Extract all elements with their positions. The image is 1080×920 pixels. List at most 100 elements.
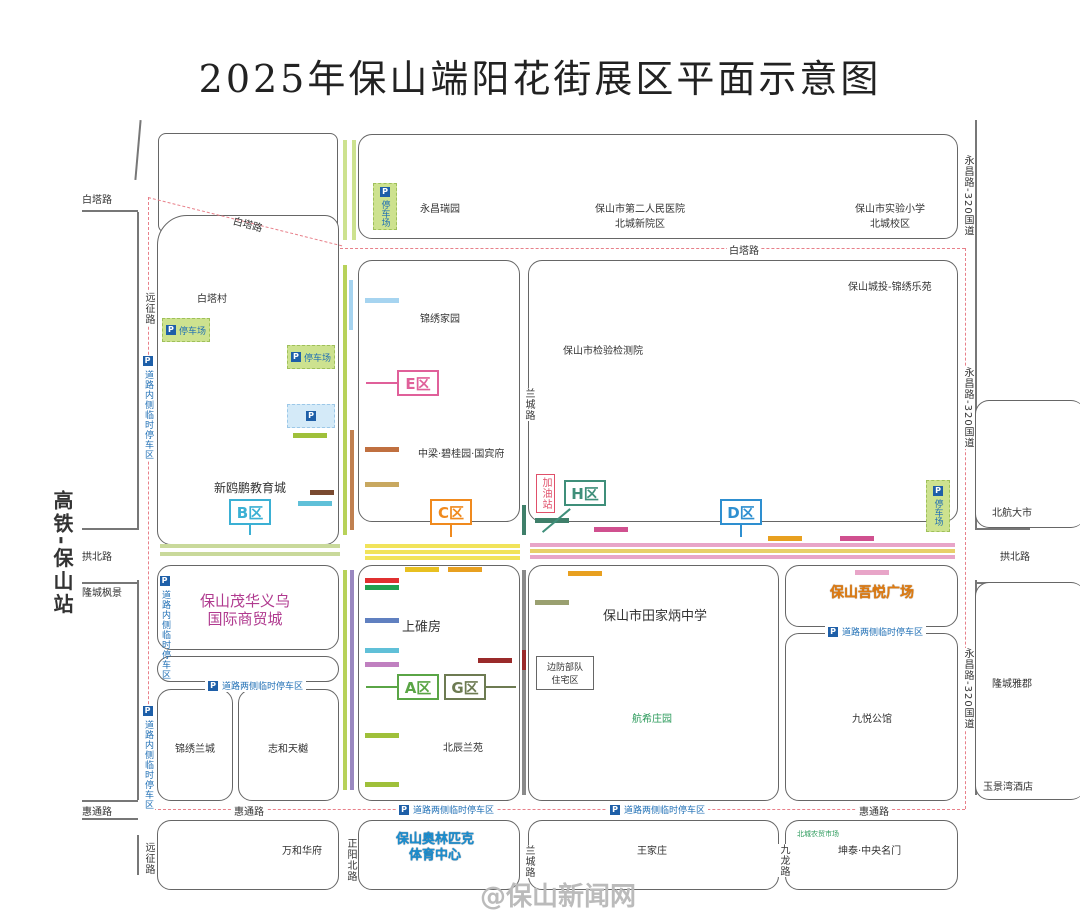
block-wanhe (157, 820, 339, 890)
stall-tag (365, 578, 399, 583)
place-kuntai: 坤泰·中央名门 (838, 846, 902, 857)
parking-lot-label: 停车场 (379, 199, 390, 227)
map-title: 2025年保山端阳花街展区平面示意图 (198, 57, 882, 101)
route-dash (965, 248, 966, 809)
block-kuntai (785, 820, 958, 890)
place-wangjiazhuang: 王家庄 (637, 846, 667, 857)
road-edge (137, 580, 139, 800)
stall-tag (298, 501, 332, 506)
roadside-parking-huitong-w: P 道路两侧临时停车区 (396, 803, 498, 816)
place-jiuyue: 九悦公馆 (852, 714, 892, 725)
parking-lot-label: 停车场 (178, 326, 206, 337)
block-east-n (975, 400, 1080, 528)
road-edge (82, 210, 138, 212)
stall-tag (293, 433, 327, 438)
block-olympic (358, 820, 520, 890)
road-edge (82, 528, 138, 530)
road-edge (134, 120, 142, 180)
parking-lot-xinoupeng: P (287, 404, 335, 428)
block-strip (157, 656, 339, 682)
parking-lot-baita: P 停车场 (162, 318, 210, 342)
zone-e[interactable]: E区 (397, 370, 439, 396)
place-border-defense: 边防部队 住宅区 (536, 656, 595, 690)
place-tianjiabing: 保山市田家炳中学 (603, 609, 708, 624)
parking-lot-ruiyuan: P 停车场 (373, 183, 397, 230)
stall-row (365, 556, 520, 560)
place-beichen: 北辰兰苑 (443, 743, 483, 754)
zone-c[interactable]: C区 (430, 499, 472, 525)
zone-g[interactable]: G区 (444, 674, 486, 700)
road-label-zhengyang: 正阳北路 (343, 838, 358, 882)
route-dash (340, 248, 965, 249)
road-edge (975, 528, 1030, 530)
zone-b[interactable]: B区 (229, 499, 271, 525)
stall-column (352, 140, 356, 240)
stall-tag (365, 662, 399, 667)
stall-tag (365, 648, 399, 653)
road-label-baita-w: 白塔路 (82, 195, 112, 206)
roadside-parking-strip: P 道路两侧临时停车区 (205, 679, 307, 692)
parking-icon: P (828, 626, 838, 637)
road-label-lancheng-s: 兰城路 (521, 845, 536, 878)
road-label-gongbei-e: 拱北路 (1000, 552, 1030, 563)
stall-tag (594, 527, 628, 532)
place-zhongliang: 中梁·碧桂园·国宾府 (418, 449, 505, 460)
zone-d[interactable]: D区 (720, 499, 762, 525)
stall-tag (365, 585, 399, 590)
road-label-yongchang-n: 永昌路-320国道 (960, 155, 975, 237)
zone-c-arrow (450, 525, 452, 537)
place-green-note: 北城农贸市场 (797, 830, 839, 838)
road-label-huitong-mid: 惠通路 (232, 803, 266, 818)
parking-icon: P (165, 325, 176, 335)
road-label-huitong-w: 惠通路 (82, 807, 112, 818)
place-jinxiu-jiayuan: 锦绣家园 (420, 314, 460, 325)
road-label-yuanzheng-s: 远征路 (141, 842, 156, 875)
place-longcheng-yajun: 隆城雅郡 (992, 679, 1032, 690)
place-longcheng-fengjing: 隆城枫景 (82, 588, 122, 599)
road-label-baita-e: 白塔路 (727, 242, 761, 257)
block-wangjiazhuang (528, 820, 779, 890)
parking-icon: P (380, 186, 390, 197)
parking-icon: P (143, 706, 153, 716)
place-beihang: 北航大市 (992, 508, 1032, 519)
road-edge (975, 120, 977, 530)
stall-tag (535, 518, 569, 523)
road-label-yongchang-s: 永昌路-320国道 (960, 648, 975, 730)
parking-icon: P (306, 411, 316, 421)
stall-column (343, 570, 347, 790)
road-edge (137, 212, 139, 530)
place-wuyue: 保山吾悦广场 (830, 585, 914, 601)
stall-tag (310, 490, 334, 495)
roadside-parking-maohua: P 道路内侧临时停车区 (160, 576, 170, 680)
zone-h[interactable]: H区 (564, 480, 606, 506)
stall-tag (365, 733, 399, 738)
stall-row (160, 552, 340, 556)
parking-icon: P (160, 576, 170, 586)
stall-tag (840, 536, 874, 541)
block-zhihe (238, 689, 339, 801)
parking-icon: P (208, 680, 218, 691)
stall-tag (448, 567, 482, 572)
place-zhihe: 志和天樾 (268, 744, 308, 755)
zone-b-arrow (249, 525, 251, 535)
stall-row (530, 549, 955, 553)
stall-tag (365, 447, 399, 452)
place-school: 保山市实验小学 北城校区 (855, 204, 925, 230)
zone-e-arrow (366, 382, 397, 384)
station-label: 高铁-保山站 (50, 490, 74, 617)
block-jinxiu-lancheng (157, 689, 233, 801)
stall-column (350, 430, 354, 530)
zone-a[interactable]: A区 (397, 674, 439, 700)
road-label-jiulong: 九龙路 (776, 844, 791, 877)
roadside-parking-huitong-e: P 道路两侧临时停车区 (607, 803, 709, 816)
place-baita-village: 白塔村 (197, 294, 227, 305)
parking-lot-label: 停车场 (932, 499, 943, 526)
block-east-s (975, 582, 1080, 800)
place-refuel: 加油站 (536, 474, 555, 513)
stall-tag (405, 567, 439, 572)
place-yongchang-ruiyuan: 永昌瑞园 (420, 204, 460, 215)
roadside-parking-wuyue: P 道路两侧临时停车区 (825, 625, 927, 638)
zone-d-arrow (740, 525, 742, 537)
zone-g-arrow (486, 686, 516, 688)
stall-column (522, 505, 526, 535)
